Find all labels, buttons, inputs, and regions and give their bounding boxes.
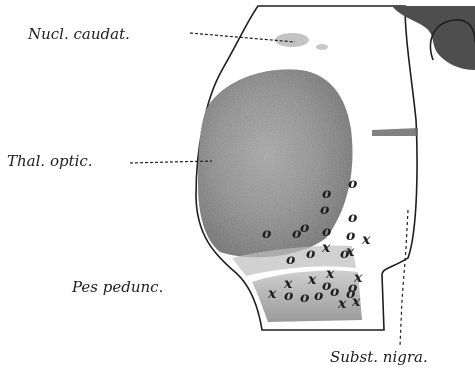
circle-marker: o [300,290,309,306]
circle-marker: o [348,176,357,192]
circle-marker: o [284,288,293,304]
circle-marker: o [292,226,301,242]
caudate-nucleus-region [275,33,309,47]
cross-marker: x [267,286,277,302]
circle-marker: o [262,226,271,242]
circle-marker: o [300,220,309,236]
circle-marker: o [346,228,355,244]
cross-marker: x [351,294,361,310]
circle-marker: o [320,202,329,218]
label-substantia-nigra: Subst. nigra. [330,350,428,365]
label-pes-pedunculi: Pes pedunc. [72,280,163,295]
caudate-nucleus-fleck [316,44,328,50]
circle-marker: o [322,186,331,202]
label-nucleus-caudatus: Nucl. caudat. [28,27,130,42]
circle-marker: o [340,246,349,262]
cross-marker: x [321,240,331,256]
cross-marker: x [307,272,317,288]
circle-marker: o [322,278,331,294]
circle-marker: o [306,246,315,262]
cross-marker: x [337,296,347,312]
circle-marker: o [286,252,295,268]
circle-marker: o [348,280,357,296]
label-thalamus-opticus: Thal. optic. [7,154,93,169]
circle-marker: o [348,210,357,226]
cross-marker: x [361,232,371,248]
circle-marker: o [322,224,331,240]
